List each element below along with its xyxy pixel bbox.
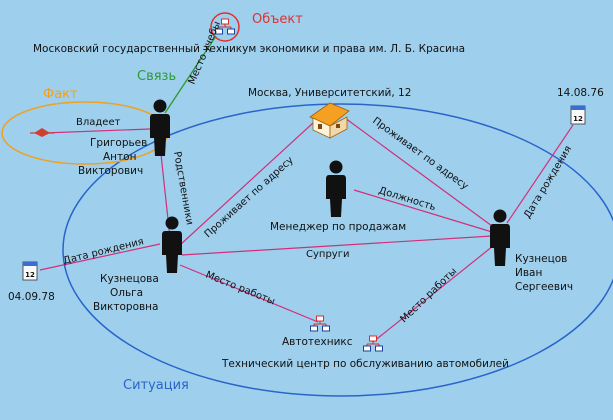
manager-label: Менеджер по продажам [270,221,406,233]
autotechnics-label: Автотехникс [282,336,353,348]
kuznetsov-name: Кузнецов Иван Сергеевич [515,253,573,293]
institution-label: Московский государственный техникум экон… [33,43,465,55]
person-kuznetsov-icon [490,209,510,266]
svg-text:Антон: Антон [103,151,136,163]
object-circle [210,12,240,42]
date-right-label: 14.08.76 [557,87,604,99]
edge-label-prozhivaet-right: Проживает по адресу [370,116,470,193]
situation-ellipse [62,103,613,397]
techcenter-network-icon [363,335,383,352]
edge-mesto-raboty-left [179,264,319,323]
svyaz-label: Связь [137,69,176,84]
edge-suprugi [181,235,493,256]
svg-text:Кузнецова: Кузнецова [100,273,159,285]
car-icon [30,128,54,137]
fact-ellipse [1,101,169,165]
edge-label-vladeet: Владеет [76,117,121,128]
edge-label-mesto-raboty-right: Место работы [398,266,459,325]
edge-label-mesto-raboty-left: Место работы [204,270,277,308]
edge-label-data-rozhd-right: Дата рождения [522,144,574,221]
svg-text:Кузнецов: Кузнецов [515,253,567,265]
svg-text:Иван: Иван [515,267,542,279]
calendar-right-icon [570,105,586,125]
calendar-left-icon [22,261,38,281]
house-icon [309,102,350,139]
svg-text:Ольга: Ольга [110,287,143,299]
edge-mesto-ucheby [164,35,217,114]
edge-label-data-rozhd-left: Дата рождения [62,236,145,267]
autotechnics-network-icon [310,315,330,332]
person-kuznetsova-icon [162,216,182,273]
edge-prozhivaet-left [179,122,314,246]
edge-label-suprugi: Супруги [306,249,349,260]
edge-data-rozhd-left [39,243,161,271]
svg-text:Сергеевич: Сергеевич [515,281,573,293]
svg-text:Викторович: Викторович [78,165,143,177]
situation-label: Ситуация [123,378,189,393]
techcenter-label: Технический центр по обслуживанию автомо… [221,358,509,370]
date-left-label: 04.09.78 [8,291,55,303]
grigoriev-name: Григорьев Антон Викторович [78,137,147,177]
edge-prozhivaet-right [344,117,493,227]
svg-text:Григорьев: Григорьев [90,137,147,149]
edge-mesto-raboty-right [372,245,494,343]
edge-data-rozhd-right [506,124,574,224]
edge-dolzhnost [353,189,493,233]
edge-vladeet [43,128,151,134]
svg-text:Викторовна: Викторовна [93,301,159,313]
person-grigoriev-icon [150,99,170,156]
person-manager-icon [326,160,346,217]
edge-label-rodstvenniki: Родственники [171,151,195,226]
address-label: Москва, Университетский, 12 [248,87,411,99]
fact-label: Факт [43,87,78,102]
kuznetsova-name: Кузнецова Ольга Викторовна [93,273,159,313]
object-label: Объект [252,12,303,27]
